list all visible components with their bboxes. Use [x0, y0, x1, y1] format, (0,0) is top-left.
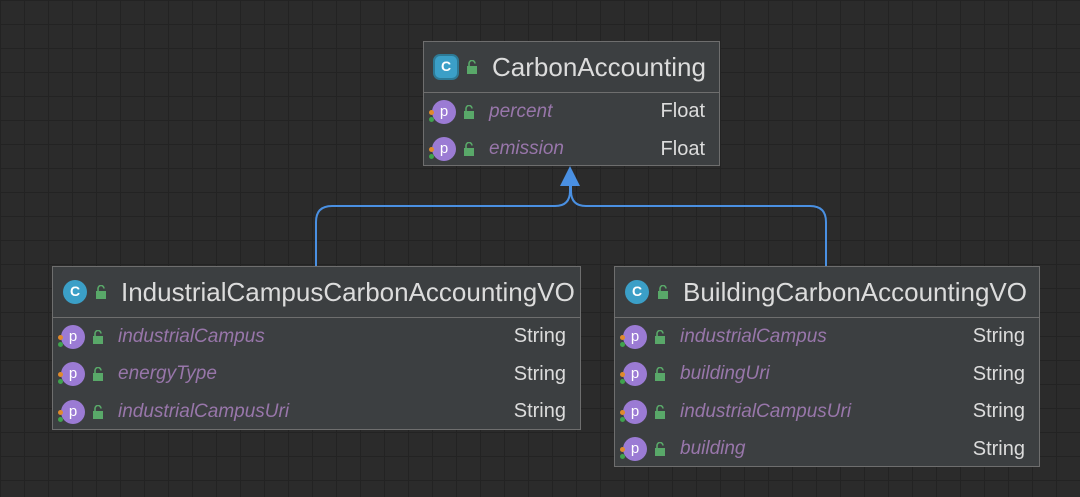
- class-node-industrial-campus-carbon-accounting-vo[interactable]: C IndustrialCampusCarbonAccountingVO p i…: [52, 266, 581, 430]
- property-p-icon: p: [620, 399, 647, 424]
- field-row[interactable]: p percent Float: [424, 93, 719, 131]
- field-name: building: [680, 438, 746, 460]
- property-p-icon: p: [58, 399, 85, 424]
- property-p-icon: p: [429, 99, 456, 124]
- edge-industrial-to-carbon: [315, 185, 571, 266]
- field-type: String: [972, 325, 1025, 348]
- unlocked-padlock-icon: [655, 442, 665, 457]
- field-type: String: [972, 437, 1025, 460]
- field-type: String: [972, 400, 1025, 423]
- unlocked-padlock-icon: [655, 367, 665, 382]
- field-name: industrialCampus: [680, 325, 827, 347]
- field-row[interactable]: p emission Float: [424, 131, 719, 169]
- class-header: C CarbonAccounting: [424, 42, 719, 93]
- field-row[interactable]: p industrialCampus String: [615, 318, 1039, 356]
- field-type: String: [513, 362, 566, 385]
- class-header: C BuildingCarbonAccountingVO: [615, 267, 1039, 318]
- class-node-carbon-accounting[interactable]: C CarbonAccounting p percent Float p emi…: [423, 41, 720, 166]
- field-row[interactable]: p industrialCampus String: [53, 318, 580, 356]
- property-p-icon: p: [58, 362, 85, 387]
- unlocked-padlock-icon: [93, 404, 103, 419]
- field-name: industrialCampus: [118, 325, 265, 347]
- property-p-icon: p: [620, 362, 647, 387]
- class-c-icon: C: [625, 280, 649, 304]
- unlocked-padlock-icon: [464, 104, 474, 119]
- unlocked-padlock-icon: [93, 329, 103, 344]
- inheritance-arrowhead: [560, 166, 580, 186]
- class-name: BuildingCarbonAccountingVO: [683, 276, 1027, 307]
- unlocked-padlock-icon: [655, 404, 665, 419]
- field-name: industrialCampusUri: [680, 400, 852, 422]
- field-name: industrialCampusUri: [118, 400, 290, 422]
- field-name: percent: [489, 100, 553, 122]
- class-header: C IndustrialCampusCarbonAccountingVO: [53, 267, 580, 318]
- field-type: String: [972, 362, 1025, 385]
- field-row[interactable]: p building String: [615, 431, 1039, 469]
- field-name: buildingUri: [680, 363, 770, 385]
- unlocked-padlock-icon: [467, 60, 477, 74]
- edge-building-to-carbon: [570, 185, 827, 266]
- property-p-icon: p: [58, 324, 85, 349]
- field-name: emission: [489, 138, 564, 160]
- unlocked-padlock-icon: [93, 367, 103, 382]
- field-type: Float: [660, 100, 705, 123]
- field-type: Float: [660, 137, 705, 160]
- unlocked-padlock-icon: [464, 142, 474, 157]
- field-row[interactable]: p energyType String: [53, 356, 580, 394]
- property-p-icon: p: [429, 137, 456, 162]
- field-type: String: [513, 400, 566, 423]
- field-row[interactable]: p industrialCampusUri String: [53, 393, 580, 431]
- property-p-icon: p: [620, 324, 647, 349]
- field-row[interactable]: p buildingUri String: [615, 356, 1039, 394]
- unlocked-padlock-icon: [658, 285, 668, 299]
- class-name: IndustrialCampusCarbonAccountingVO: [121, 276, 575, 307]
- field-name: energyType: [118, 363, 217, 385]
- class-node-building-carbon-accounting-vo[interactable]: C BuildingCarbonAccountingVO p industria…: [614, 266, 1040, 467]
- class-c-icon: C: [63, 280, 87, 304]
- field-type: String: [513, 325, 566, 348]
- property-p-icon: p: [620, 437, 647, 462]
- field-row[interactable]: p industrialCampusUri String: [615, 393, 1039, 431]
- class-c-icon: C: [433, 54, 459, 80]
- unlocked-padlock-icon: [655, 329, 665, 344]
- unlocked-padlock-icon: [96, 285, 106, 299]
- class-name: CarbonAccounting: [492, 51, 706, 82]
